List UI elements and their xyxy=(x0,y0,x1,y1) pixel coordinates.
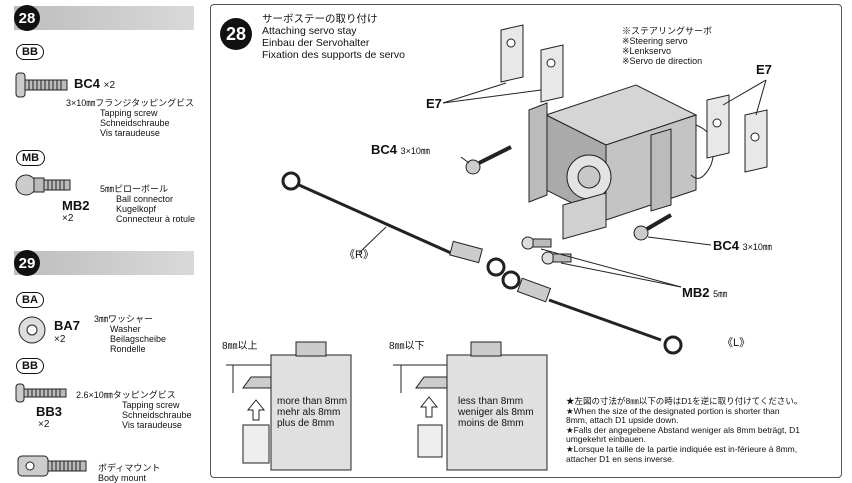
ball-connector-icon xyxy=(15,174,71,196)
bag-bb-label-29: BB xyxy=(16,358,44,374)
step28-header-bar xyxy=(14,6,194,30)
mb2-ball-connectors xyxy=(521,236,572,265)
e7-right-label: E7 xyxy=(756,62,772,77)
rod-l-label: 《L》 xyxy=(722,337,751,349)
main-assembly-panel xyxy=(210,4,842,478)
step28-badge: 28 xyxy=(14,5,40,31)
assembly-illustration xyxy=(226,24,768,471)
mb2-part-label: MB2 xyxy=(62,198,90,213)
rod-r-label: 《R》 xyxy=(344,249,374,261)
mb2-qty: ×2 xyxy=(62,213,74,224)
main-step-badge: 28 xyxy=(220,18,252,50)
bb3-part-label: BB3 xyxy=(36,404,63,419)
rod-l xyxy=(501,270,683,355)
e7-left-stays xyxy=(500,24,564,103)
dim-more-label: 8㎜以上 xyxy=(222,341,258,352)
main-step-title: サーボステーの取り付け Attaching servo stay Einbau … xyxy=(262,13,405,61)
more-than-text: more than 8mm mehr als 8mm plus de 8mm xyxy=(277,396,348,429)
mb2-description: 5㎜ピローボール Ball connector Kugelkopf Connec… xyxy=(100,184,196,224)
step29-badge: 29 xyxy=(14,250,40,276)
mb2-main-label: MB2 5㎜ xyxy=(682,285,728,300)
notes-text: ★左図の寸法が8㎜以下の時はD1を逆に取り付けてください。 ★When the … xyxy=(566,396,803,464)
bc4-left-screw xyxy=(465,145,512,175)
bc4-screw-icon xyxy=(15,72,68,98)
dim-less-label: 8㎜以下 xyxy=(389,341,425,352)
bc4-right-screw xyxy=(633,213,673,241)
servo-body xyxy=(528,84,715,221)
ba7-qty: ×2 xyxy=(54,334,66,345)
servo-note: ※ステアリングサーボ ※Steering servo ※Lenkservo ※S… xyxy=(622,26,713,66)
bc4-description: 3×10㎜フランジタッピングビス Tapping screw Schneidsc… xyxy=(66,98,195,138)
step29-header-bar xyxy=(14,251,194,275)
ba7-description: 3㎜ワッシャー Washer Beilagscheibe Rondelle xyxy=(94,314,167,354)
rod-r xyxy=(281,171,506,277)
bb3-qty: ×2 xyxy=(38,419,50,430)
e7-right-stays xyxy=(706,94,768,173)
bb3-description: 2.6×10㎜タッピングビス Tapping screw Schneidschr… xyxy=(76,390,192,430)
bag-bb-label: BB xyxy=(16,44,44,60)
body-mount-icon xyxy=(17,455,87,477)
washer-icon xyxy=(18,316,46,344)
bc4-part-label: BC4 ×2 xyxy=(74,76,116,91)
bb3-screw-icon xyxy=(15,383,67,403)
bc4-left-label: BC4 3×10㎜ xyxy=(371,142,430,157)
dimension-more-diagram xyxy=(226,341,352,471)
ba7-part-label: BA7 xyxy=(54,318,81,333)
bc4-right-label: BC4 3×10㎜ xyxy=(713,238,772,253)
body-mount-description: ボディマウント Body mount xyxy=(98,463,161,483)
bag-mb-label: MB xyxy=(16,150,46,166)
bag-ba-label: BA xyxy=(16,292,44,308)
dimension-less-diagram xyxy=(393,341,548,471)
less-than-text: less than 8mm weniger als 8mm moins de 8… xyxy=(458,396,534,429)
e7-left-label: E7 xyxy=(426,96,442,111)
